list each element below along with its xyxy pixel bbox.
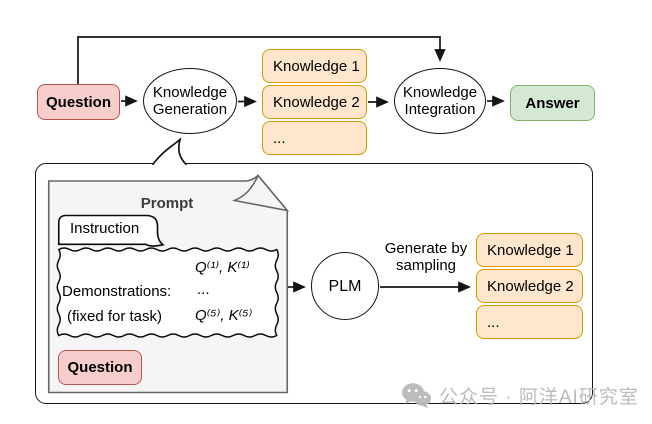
panel-callout-tail [151,137,188,166]
plm-node: PLM [311,252,379,320]
knowledge-2-node-bottom: Knowledge 2 [476,269,583,303]
question-to-integration-arrow [77,36,446,84]
knowledge-2-label: Knowledge 2 [273,93,360,111]
prompt-question-node: Question [58,350,142,385]
demonstrations-label: Demonstrations: [62,283,172,300]
prompt-title: Prompt [140,195,194,212]
knowledge-generation-label: Knowledge Generation [152,84,228,118]
demonstrations-ellipsis: ... [197,281,210,298]
knowledge-ellipsis-label-bottom: ... [487,313,500,331]
instruction-label: Instruction [70,220,140,237]
question-label: Question [45,93,111,111]
plm-label: PLM [328,277,362,295]
knowledge-1-label-bottom: Knowledge 1 [487,241,574,259]
demo-pair-1: Q⁽¹⁾, K⁽¹⁾ [195,259,250,276]
knowledge-integration-label: Knowledge Integration [402,84,478,118]
knowledge-generation-node: Knowledge Generation [143,68,237,134]
demo-pair-5: Q⁽⁵⁾, K⁽⁵⁾ [195,307,253,324]
knowledge-2-label-bottom: Knowledge 2 [487,277,574,295]
knowledge-ellipsis-node-top: ... [262,121,367,155]
fixed-for-task-label: (fixed for task) [67,308,163,325]
answer-label: Answer [525,94,580,112]
knowledge-integration-node: Knowledge Integration [394,68,486,134]
knowledge-ellipsis-node-bottom: ... [476,305,583,339]
question-node: Question [37,84,120,120]
generate-by-sampling-label: Generate by sampling [384,240,468,274]
prompt-question-label: Question [67,359,133,376]
knowledge-1-node-bottom: Knowledge 1 [476,233,583,267]
answer-node: Answer [510,85,595,121]
watermark-text: 公众号 · 阿洋AI研究室 [439,387,639,408]
knowledge-1-label: Knowledge 1 [273,57,360,75]
knowledge-2-node-top: Knowledge 2 [262,85,367,119]
watermark: 公众号 · 阿洋AI研究室 [401,382,639,409]
knowledge-ellipsis-label: ... [273,129,286,147]
knowledge-1-node-top: Knowledge 1 [262,49,367,83]
wechat-icon [402,383,431,408]
